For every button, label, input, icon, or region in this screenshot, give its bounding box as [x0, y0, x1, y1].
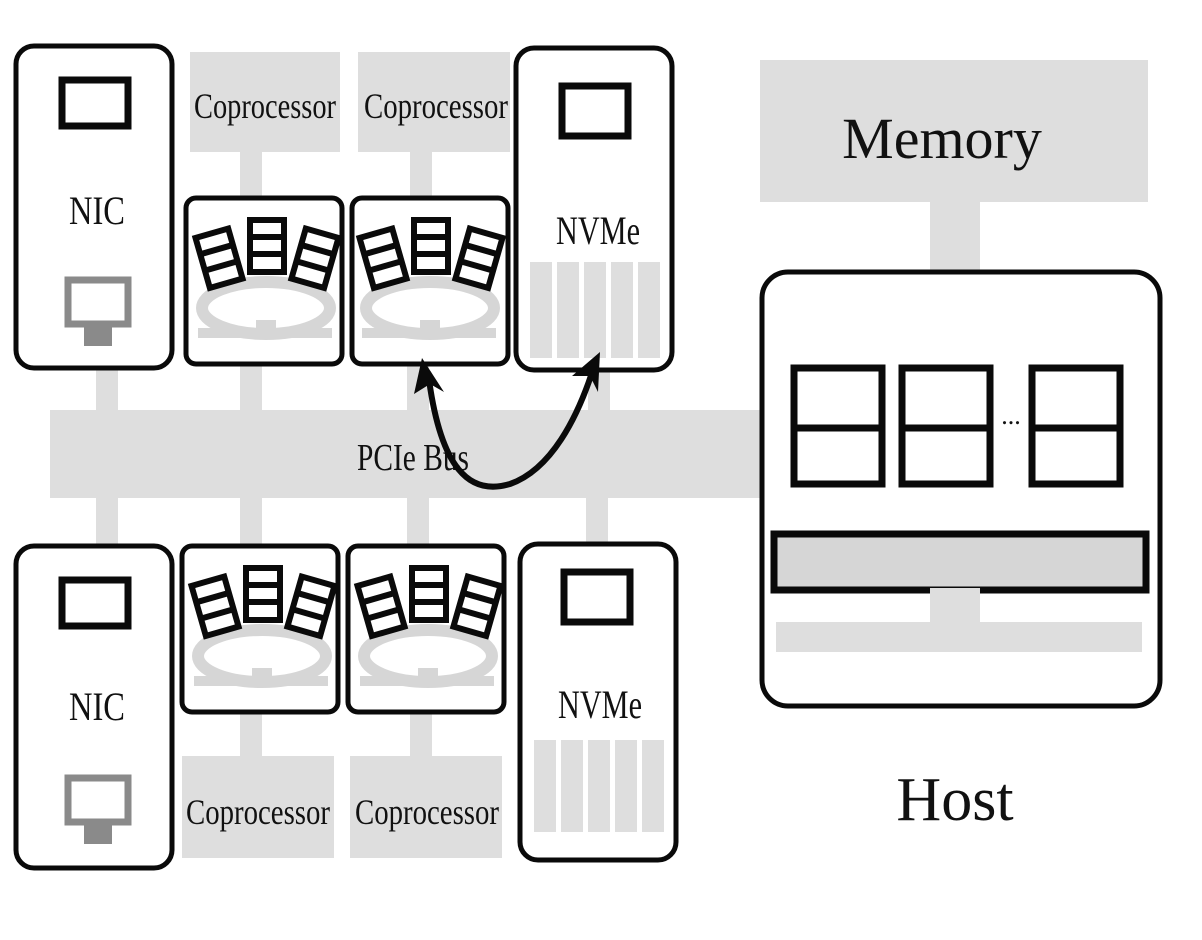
- coprocessor-connector: [410, 150, 432, 198]
- memory-label: Memory: [842, 106, 1042, 171]
- storage-cells: [534, 740, 664, 832]
- nic-label: NIC: [69, 684, 125, 729]
- nvme-label: NVMe: [558, 682, 642, 727]
- nic-box: [13, 543, 175, 871]
- coprocessor-label: Coprocessor: [355, 792, 499, 832]
- ring-buffer-card: [349, 195, 511, 367]
- nic-label: NIC: [69, 188, 125, 233]
- port-icon: [58, 76, 132, 130]
- nic-bottom: NIC: [13, 543, 175, 871]
- pcie-bus: [50, 410, 810, 498]
- nvme-bottom: NVMe: [517, 541, 679, 863]
- coprocessor-block-top-1: [190, 52, 340, 152]
- bus-stub: [96, 496, 118, 548]
- bus-stub: [407, 496, 429, 544]
- memory-block: [760, 60, 1148, 202]
- bus-stub: [240, 496, 262, 544]
- host-queue: [790, 364, 1124, 488]
- nvme-top: NVMe: [513, 45, 675, 373]
- bus-stub: [586, 496, 608, 546]
- arrowhead-up-right: [572, 352, 600, 392]
- port-icon: [560, 568, 634, 626]
- coprocessor-block-top-2: [358, 52, 510, 152]
- host-base-stem: [930, 588, 980, 624]
- port-icon: [58, 576, 132, 630]
- nvme-label: NVMe: [556, 208, 640, 253]
- data-transfer-arrow: [414, 352, 600, 490]
- coprocessor-connector: [240, 712, 262, 758]
- coprocessor-block-bottom-2: [350, 756, 502, 858]
- memory-host-connector: [930, 200, 980, 276]
- coprocessor-connector: [240, 150, 262, 198]
- arrowhead-up-left: [414, 358, 444, 394]
- host: ...: [759, 269, 1163, 709]
- nic-box: [13, 43, 175, 371]
- storage-cells: [530, 262, 660, 358]
- port-icon: [558, 82, 632, 140]
- bus-stub: [240, 366, 262, 412]
- coprocessor-label: Coprocessor: [364, 86, 508, 126]
- bus-stub: [96, 368, 118, 412]
- host-base: [776, 622, 1142, 652]
- coprocessor-label: Coprocessor: [194, 86, 336, 126]
- ring-buffer-card: [345, 543, 507, 715]
- ellipsis-label: ...: [1001, 401, 1021, 430]
- monitor-icon: [64, 276, 132, 328]
- host-bar: [770, 530, 1150, 594]
- coprocessor-block-bottom-1: [182, 756, 334, 858]
- bus-layer: [50, 52, 1148, 858]
- nic-top: NIC: [13, 43, 175, 371]
- monitor-icon: [64, 774, 132, 826]
- coprocessor-connector: [410, 712, 432, 758]
- coprocessor-label: Coprocessor: [186, 792, 330, 832]
- ring-buffer-card: [179, 543, 341, 715]
- host-label: Host: [896, 766, 1013, 834]
- ring-buffer-card: [183, 195, 345, 367]
